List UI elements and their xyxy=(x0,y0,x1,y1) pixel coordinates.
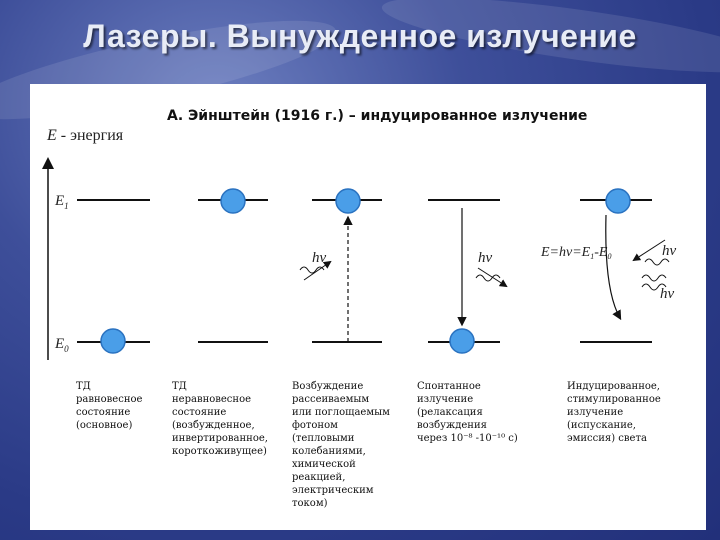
photon-label-3: hν xyxy=(312,250,327,266)
photon-label-5a: hν xyxy=(662,243,677,259)
atom-ground-4 xyxy=(449,328,475,354)
photon-in-arrow xyxy=(303,260,332,281)
caption-nonequilibrium: ТД неравновесное состояние (возбужденное… xyxy=(172,381,268,457)
atom-excited-3 xyxy=(335,188,361,214)
emitted-photon-wave-2 xyxy=(641,283,667,291)
caption-excitation: Возбуждение рассеиваемым или поглощаемым… xyxy=(292,381,390,509)
stimulated-arrow xyxy=(605,214,622,321)
photon-label-4: hν xyxy=(478,250,493,266)
diagram-panel xyxy=(30,84,706,530)
emitted-photon-wave-1 xyxy=(641,274,667,282)
photon-wave-out xyxy=(475,274,501,282)
energy-formula: E=hν=E1-E0 xyxy=(540,245,611,261)
caption-equilibrium: ТД равновесное состояние (основное) xyxy=(76,381,143,431)
caption-stimulated: Индуцированное, стимулированное излучени… xyxy=(567,381,661,444)
stimulating-photon-wave xyxy=(644,258,670,266)
energy-text: - энергия xyxy=(56,127,124,144)
diagram-subtitle: А. Эйнштейн (1916 г.) – индуцированное и… xyxy=(167,108,588,124)
atom-ground-1 xyxy=(100,328,126,354)
photon-out-arrow xyxy=(477,267,508,288)
energy-symbol: E xyxy=(47,127,57,144)
upper-level-label: E1 xyxy=(54,193,69,211)
lower-level-label: E0 xyxy=(54,336,69,354)
atom-excited-5 xyxy=(605,188,631,214)
photon-wave-in xyxy=(299,266,325,274)
atom-excited-2 xyxy=(220,188,246,214)
caption-spontaneous: Спонтанное излучение (релаксация возбужд… xyxy=(417,381,518,444)
slide-title: Лазеры. Вынужденное излучение xyxy=(83,18,637,54)
stimulating-photon-arrow xyxy=(632,239,666,262)
energy-axis-label: E - энергия xyxy=(47,127,123,145)
photon-label-5b: hν xyxy=(660,286,675,302)
corner-label: ТД xyxy=(36,92,57,109)
